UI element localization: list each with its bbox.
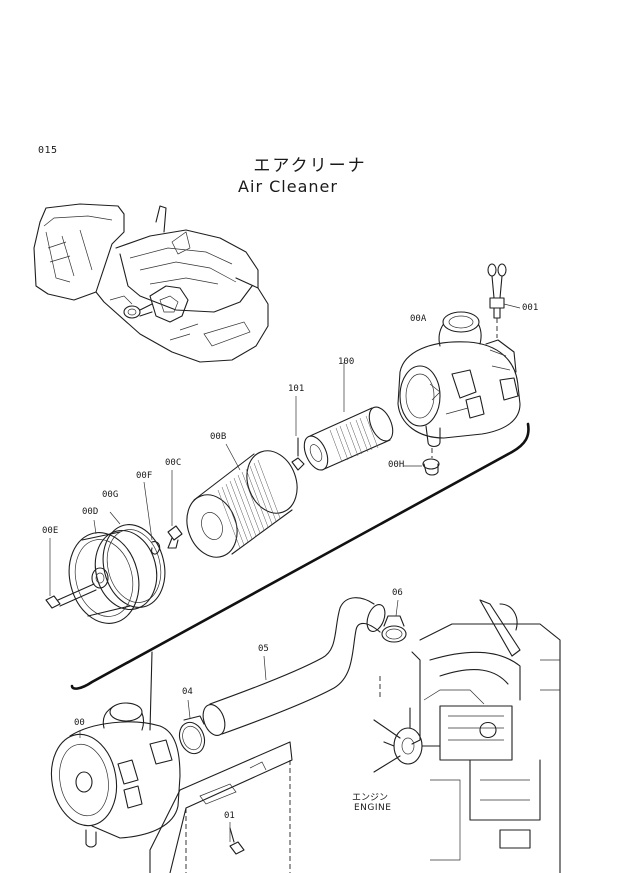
band-clamp-04 [178,699,206,755]
excavator-overview [33,203,269,363]
gasket-00G [102,511,166,608]
bolt-00E [45,538,97,609]
wing-nut-00C [167,470,183,549]
mounting-frame [149,741,293,873]
bolt-101 [291,396,305,471]
title-english: Air Cleaner [238,177,338,196]
engine-drawing [373,599,561,873]
part-label-00B: 00B [210,432,227,442]
bolt-01 [229,822,245,855]
engine-label-english: ENGINE [354,803,392,813]
part-label-00H: 00H [388,460,405,470]
restriction-indicator-001 [487,263,521,338]
part-label-00A: 00A [410,314,427,324]
part-label-05: 05 [258,644,269,654]
evacuator-valve-00H [404,448,440,476]
part-label-00G: 00G [102,490,119,500]
part-label-00F: 00F [136,471,153,481]
part-label-00C: 00C [165,458,182,468]
page-code: 015 [38,145,58,156]
leader-to-lower-assembly [149,651,153,731]
engine-label-japanese: エンジン [352,793,389,803]
part-label-001: 001 [522,303,539,313]
part-label-00E: 00E [42,526,59,536]
part-label-01: 01 [224,811,235,821]
part-label-00: 00 [74,718,85,728]
part-label-06: 06 [392,588,403,598]
part-label-00D: 00D [82,507,99,517]
primary-element-00B [186,443,298,558]
clip-00F [143,481,161,555]
title-japanese: エアクリーナ [253,156,367,176]
part-label-101: 101 [288,384,305,394]
installed-air-cleaner-00 [50,702,181,848]
intake-hose-05 [202,597,386,736]
part-label-04: 04 [182,687,193,697]
safety-element-100 [303,362,394,471]
cover-00D [68,519,158,624]
air-cleaner-housing-00A [397,311,521,448]
section-divider [70,422,530,690]
part-label-100: 100 [338,357,355,367]
hose-clamp-06 [381,599,407,643]
